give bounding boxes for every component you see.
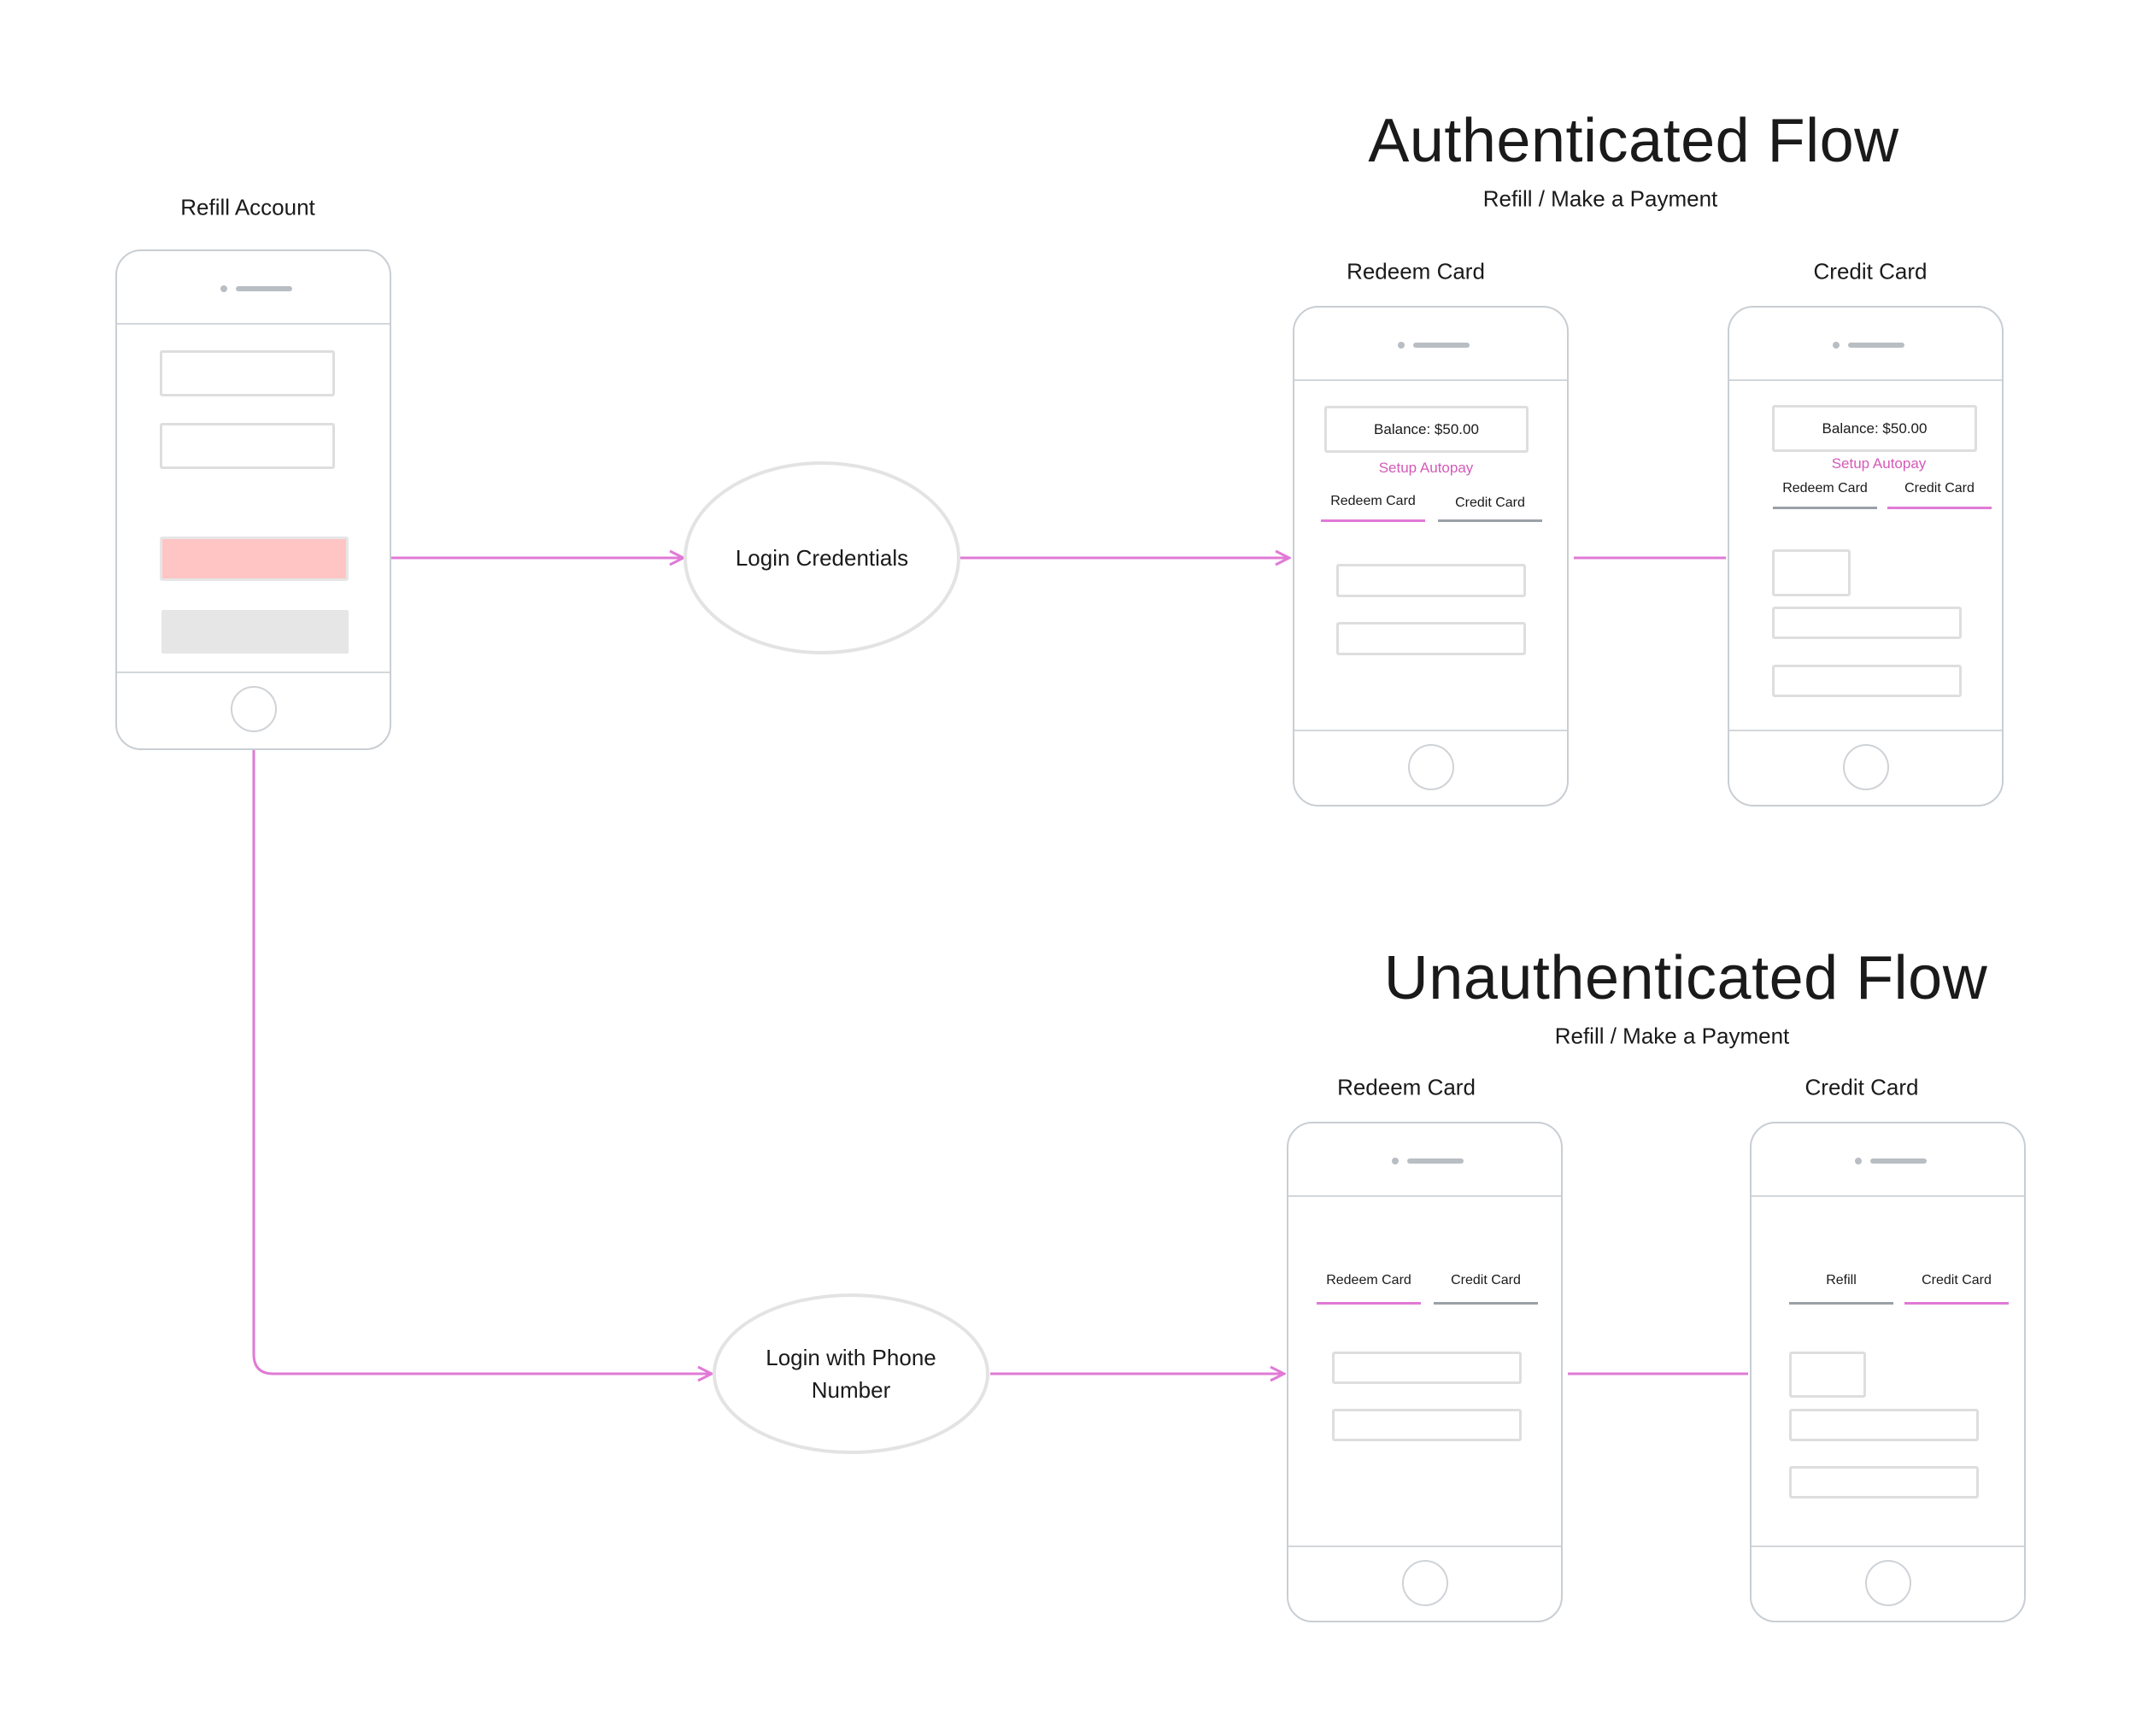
tab-underline bbox=[1887, 507, 1992, 509]
tab-refill[interactable]: Refill bbox=[1789, 1273, 1893, 1307]
home-button-icon bbox=[1407, 744, 1454, 790]
refill-account-label: Refill Account bbox=[180, 194, 315, 220]
tab-redeem-card[interactable]: Redeem Card bbox=[1317, 1273, 1421, 1307]
credit-card-number-field[interactable] bbox=[1772, 607, 1962, 639]
tab-credit-card-label: Credit Card bbox=[1451, 1273, 1521, 1287]
camera-dot bbox=[220, 285, 227, 292]
phone-top-bar bbox=[117, 251, 390, 325]
cvv-field[interactable] bbox=[1772, 549, 1851, 596]
card-pin-field[interactable] bbox=[1336, 564, 1526, 597]
camera-dot bbox=[1833, 342, 1840, 349]
home-button-icon bbox=[1864, 1560, 1911, 1606]
tab-credit-card-label: Credit Card bbox=[1904, 481, 1975, 496]
speaker-slot bbox=[1870, 1158, 1927, 1164]
speaker-slot bbox=[236, 286, 292, 291]
phone-top-bar bbox=[1729, 308, 2002, 381]
tab-credit-card[interactable]: Credit Card bbox=[1434, 1273, 1538, 1307]
login-credentials-label: Login Credentials bbox=[735, 545, 909, 571]
tab-redeem-card[interactable]: Redeem Card bbox=[1773, 481, 1877, 512]
tab-underline bbox=[1438, 519, 1542, 522]
tab-underline bbox=[1904, 1302, 2009, 1305]
password-field[interactable] bbox=[160, 423, 335, 469]
unauth-credit-card-phone: Refill Credit Card bbox=[1750, 1122, 2026, 1622]
login-phone-node bbox=[713, 1293, 989, 1454]
login-credentials-node bbox=[684, 461, 960, 654]
tab-redeem-card-label: Redeem Card bbox=[1782, 481, 1868, 496]
camera-dot bbox=[1855, 1158, 1862, 1164]
camera-dot bbox=[1392, 1158, 1399, 1164]
tab-redeem-card-label: Redeem Card bbox=[1326, 1273, 1411, 1287]
unauthenticated-flow-subtitle: Refill / Make a Payment bbox=[1554, 1023, 1790, 1049]
unauth-redeem-card-phone: Redeem Card Credit Card bbox=[1287, 1122, 1563, 1622]
phone-bottom-bar bbox=[117, 672, 390, 748]
tab-underline bbox=[1434, 1302, 1538, 1305]
authenticated-flow-subtitle: Refill / Make a Payment bbox=[1482, 185, 1718, 212]
phone-bottom-bar bbox=[1288, 1545, 1561, 1621]
setup-autopay-link[interactable]: Setup Autopay bbox=[1831, 455, 1927, 472]
card-number-field[interactable] bbox=[1332, 1409, 1522, 1441]
auth-redeem-card-phone: Balance: $50.00 Setup Autopay Redeem Car… bbox=[1293, 306, 1569, 806]
auth-redeem-card-label: Redeem Card bbox=[1347, 258, 1485, 284]
unauth-credit-card-label: Credit Card bbox=[1804, 1074, 1919, 1100]
auth-credit-card-label: Credit Card bbox=[1813, 258, 1928, 284]
login-phone-label-line1: Login with Phone bbox=[766, 1345, 936, 1370]
tab-credit-card-label: Credit Card bbox=[1455, 496, 1525, 510]
login-button[interactable] bbox=[160, 537, 349, 581]
unauthenticated-flow-title: Unauthenticated Flow bbox=[1383, 944, 1988, 1012]
setup-autopay-link[interactable]: Setup Autopay bbox=[1378, 460, 1474, 476]
balance-display: Balance: $50.00 bbox=[1772, 405, 1977, 452]
connector-start-to-login-phone bbox=[252, 656, 712, 1374]
speaker-slot bbox=[1413, 343, 1470, 348]
tab-credit-card-label: Credit Card bbox=[1922, 1273, 1992, 1287]
phone-bottom-bar bbox=[1752, 1545, 2024, 1621]
login-with-phone-button[interactable] bbox=[161, 610, 349, 654]
authenticated-flow-title: Authenticated Flow bbox=[1368, 107, 1899, 175]
expiry-field[interactable] bbox=[1789, 1466, 1979, 1498]
login-phone-label-line2: Number bbox=[811, 1377, 891, 1403]
camera-dot bbox=[1398, 342, 1405, 349]
tab-underline bbox=[1773, 507, 1877, 509]
cvv-field[interactable] bbox=[1789, 1352, 1866, 1398]
phone-top-bar bbox=[1752, 1123, 2024, 1197]
refill-account-phone bbox=[115, 249, 391, 750]
phone-bottom-bar bbox=[1729, 730, 2002, 805]
tab-underline bbox=[1789, 1302, 1893, 1305]
balance-display: Balance: $50.00 bbox=[1324, 406, 1529, 453]
card-number-field[interactable] bbox=[1336, 622, 1526, 655]
unauth-redeem-card-label: Redeem Card bbox=[1337, 1074, 1476, 1100]
tab-underline bbox=[1317, 1302, 1421, 1305]
login-phone-label: Login with Phone Number bbox=[766, 1341, 936, 1406]
tab-redeem-card-label: Redeem Card bbox=[1330, 494, 1416, 508]
tab-redeem-card[interactable]: Redeem Card bbox=[1321, 494, 1425, 525]
home-button-icon bbox=[1842, 744, 1889, 790]
phone-top-bar bbox=[1288, 1123, 1561, 1197]
home-button-icon bbox=[230, 686, 277, 732]
tab-refill-label: Refill bbox=[1826, 1273, 1857, 1287]
auth-credit-card-phone: Balance: $50.00 Setup Autopay Redeem Car… bbox=[1728, 306, 2004, 806]
username-field[interactable] bbox=[160, 350, 335, 396]
card-pin-field[interactable] bbox=[1332, 1352, 1522, 1384]
phone-top-bar bbox=[1294, 308, 1567, 381]
expiry-field[interactable] bbox=[1772, 665, 1962, 697]
speaker-slot bbox=[1848, 343, 1904, 348]
tab-credit-card[interactable]: Credit Card bbox=[1438, 496, 1542, 525]
speaker-slot bbox=[1407, 1158, 1464, 1164]
tab-underline bbox=[1321, 519, 1425, 522]
credit-card-number-field[interactable] bbox=[1789, 1409, 1979, 1441]
phone-bottom-bar bbox=[1294, 730, 1567, 805]
home-button-icon bbox=[1401, 1560, 1448, 1606]
tab-credit-card[interactable]: Credit Card bbox=[1904, 1273, 2009, 1307]
tab-credit-card[interactable]: Credit Card bbox=[1887, 481, 1992, 512]
